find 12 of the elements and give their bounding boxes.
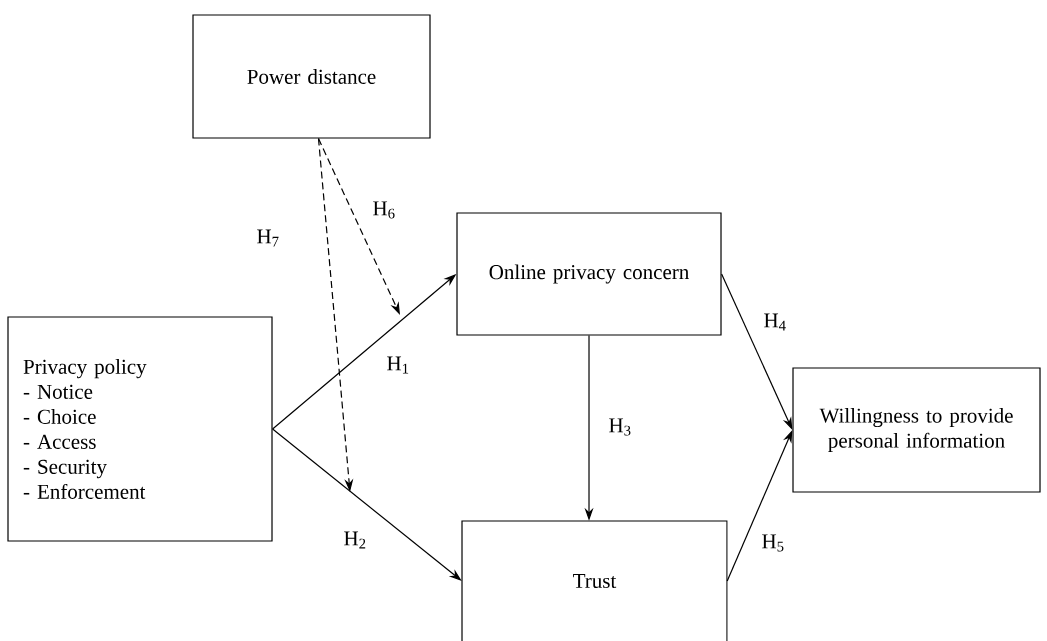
edge-label: H$_{2}$ xyxy=(342,530,368,550)
edge-label: H$_{3}$ xyxy=(607,417,633,437)
edge-label: H$_{4}$ xyxy=(762,312,788,332)
construct-box: Privacy policy - Notice - Choice - Access - Security - Enforcement xyxy=(7,316,273,542)
construct-box: Willingness to provide personal information xyxy=(792,367,1041,493)
construct-box: Trust xyxy=(461,520,728,641)
edge-label: H$_{6}$ xyxy=(371,200,397,220)
construct-box: Power distance xyxy=(192,14,431,139)
construct-box: Online privacy concern xyxy=(456,212,722,336)
edge-label: H$_{1}$ xyxy=(385,355,411,375)
edge-label: H$_{5}$ xyxy=(760,533,786,553)
edge-label: H$_{7}$ xyxy=(255,228,281,248)
